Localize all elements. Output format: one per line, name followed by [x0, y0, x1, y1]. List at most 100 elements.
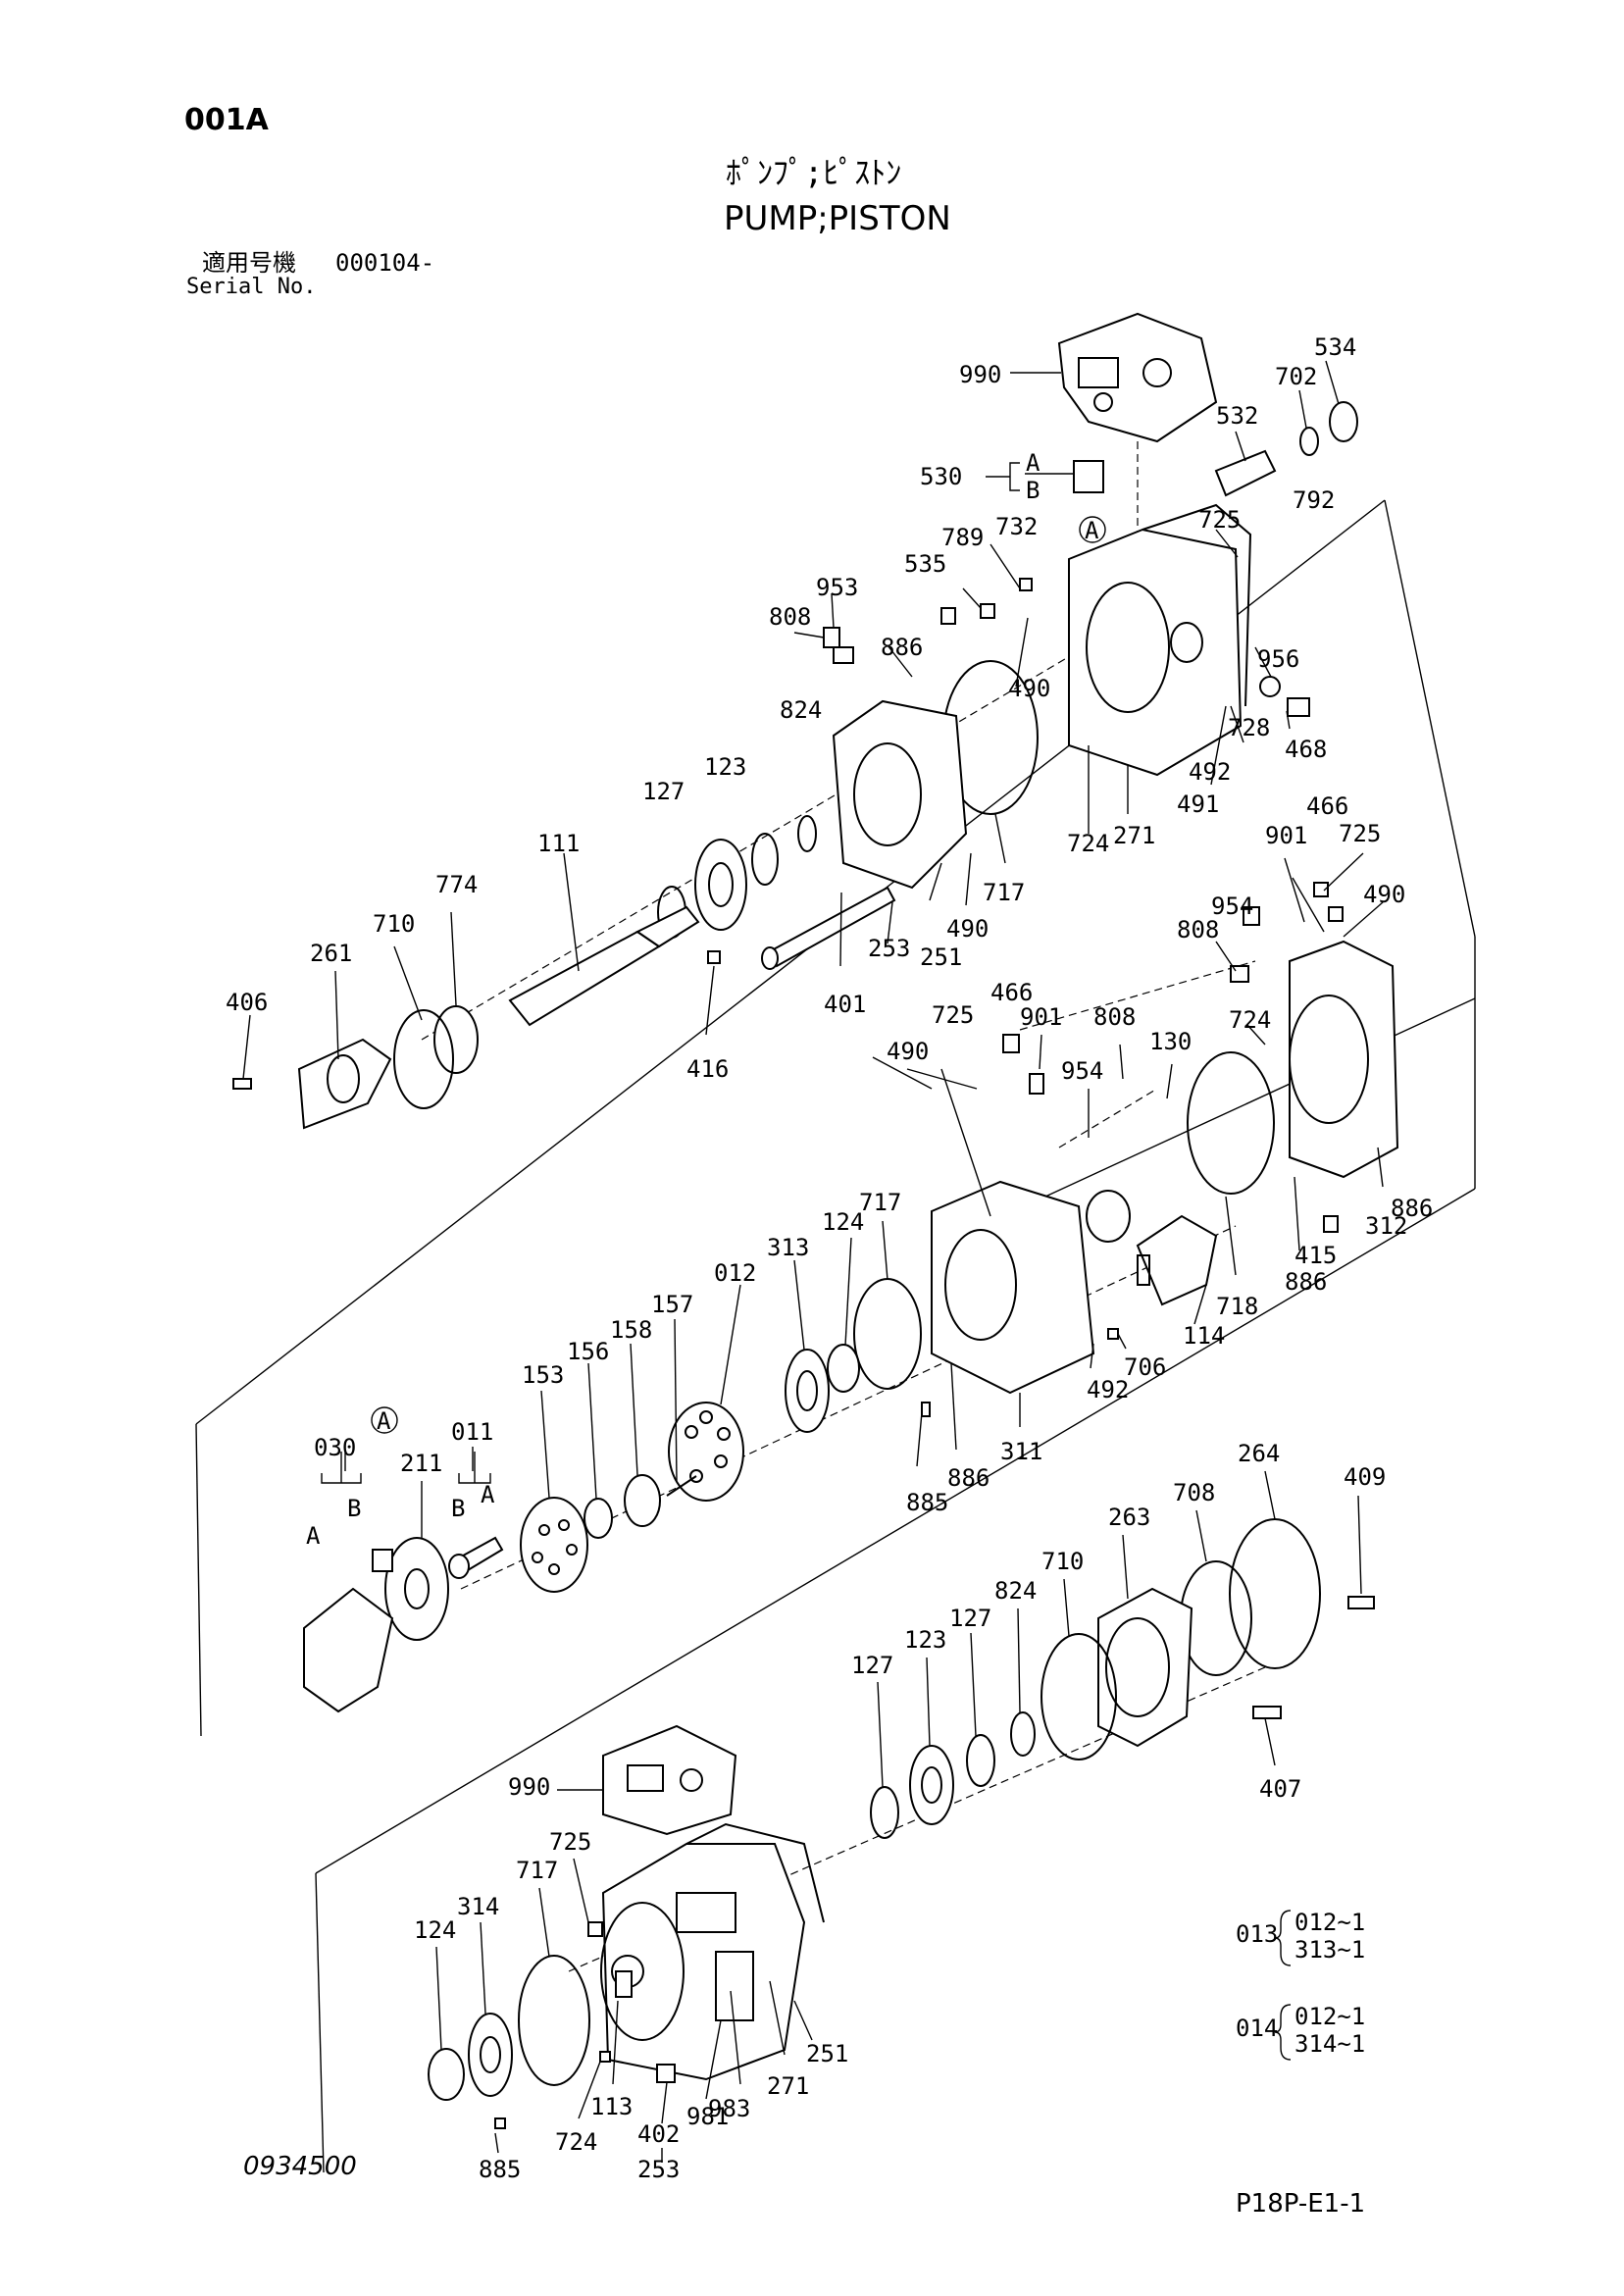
group-label-b-swash: B [347, 1495, 361, 1522]
callout-111: 111 [537, 830, 580, 857]
group-label-a-piston: A [481, 1481, 495, 1508]
callout-535: 535 [904, 550, 946, 578]
callout-271: 271 [767, 2072, 809, 2100]
callout-724: 724 [1067, 830, 1109, 857]
callout-732: 732 [995, 513, 1038, 540]
callout-251: 251 [920, 944, 962, 971]
callout-954: 954 [1061, 1057, 1103, 1085]
callout-728: 728 [1228, 714, 1270, 741]
callout-710: 710 [373, 910, 415, 938]
group-label-b-top: B [1026, 477, 1040, 504]
assembly-kits: 013 012~1 313~1 014 012~1 314~1 [1236, 1909, 1365, 2061]
callout-718: 718 [1216, 1293, 1258, 1320]
callout-725: 725 [932, 1001, 974, 1029]
callout-127: 127 [949, 1605, 991, 1632]
callout-774: 774 [435, 871, 478, 898]
callout-808: 808 [1177, 916, 1219, 944]
callout-490: 490 [1363, 881, 1405, 908]
assembly-014-code: 014 [1236, 2015, 1278, 2042]
lower-section-parts [428, 1518, 1375, 2129]
callout-886: 886 [881, 634, 923, 661]
callout-491: 491 [1177, 791, 1219, 818]
group-label-b-piston: B [451, 1495, 465, 1522]
serial-label-english: Serial No. [186, 275, 317, 299]
callout-534: 534 [1314, 333, 1356, 361]
callout-030: 030 [314, 1434, 356, 1461]
callout-808: 808 [1093, 1003, 1136, 1031]
callout-789: 789 [941, 524, 984, 551]
callout-717: 717 [516, 1857, 558, 1884]
callout-956: 956 [1257, 645, 1299, 673]
callout-251: 251 [806, 2040, 848, 2067]
callout-490: 490 [946, 915, 989, 943]
assembly-013-line2: 313~1 [1294, 1936, 1365, 1964]
callout-710: 710 [1041, 1548, 1084, 1575]
callout-466: 466 [990, 979, 1033, 1006]
callout-490: 490 [1008, 675, 1050, 702]
callout-158: 158 [610, 1316, 652, 1344]
callout-407: 407 [1259, 1775, 1301, 1803]
callout-901: 901 [1020, 1003, 1062, 1031]
callout-124: 124 [414, 1916, 456, 1944]
sheet-reference: P18P-E1-1 [1236, 2189, 1366, 2219]
callout-012: 012 [714, 1259, 756, 1287]
callout-954: 954 [1211, 893, 1253, 920]
callout-953: 953 [816, 574, 858, 601]
assembly-014-line1: 012~1 [1294, 2003, 1365, 2030]
callout-130: 130 [1149, 1028, 1192, 1055]
callout-123: 123 [704, 753, 746, 781]
callout-981: 981 [686, 2103, 729, 2130]
title-japanese: ﾎﾟﾝﾌﾟ;ﾋﾟｽﾄﾝ [726, 154, 902, 191]
callout-153: 153 [522, 1361, 564, 1389]
callout-314: 314 [457, 1893, 499, 1920]
callout-261: 261 [310, 940, 352, 967]
callout-808: 808 [769, 603, 811, 631]
callout-792: 792 [1293, 486, 1335, 514]
callout-983: 983 [708, 2095, 750, 2122]
callout-406: 406 [226, 989, 268, 1016]
callout-123: 123 [904, 1626, 946, 1654]
top-section-parts [232, 312, 1358, 1130]
assembly-013-code: 013 [1236, 1920, 1278, 1948]
callout-490: 490 [887, 1038, 929, 1065]
callout-990: 990 [508, 1773, 550, 1801]
callout-468: 468 [1285, 736, 1327, 763]
callout-113: 113 [590, 2093, 633, 2120]
callout-263: 263 [1108, 1504, 1150, 1531]
leader-lines [242, 360, 1384, 2163]
callout-409: 409 [1344, 1463, 1386, 1491]
callout-725: 725 [1339, 820, 1381, 847]
callout-724: 724 [555, 2128, 597, 2156]
callout-725: 725 [1198, 506, 1241, 534]
callout-492: 492 [1087, 1376, 1129, 1403]
callout-156: 156 [567, 1338, 609, 1365]
title-english: PUMP;PISTON [724, 199, 951, 238]
callout-127: 127 [851, 1652, 893, 1679]
callout-127: 127 [642, 778, 685, 805]
callout-990: 990 [959, 361, 1001, 388]
serial-value: 000104- [335, 249, 435, 277]
callout-466: 466 [1306, 792, 1348, 820]
callout-402: 402 [637, 2120, 680, 2148]
circle-label-a-top: A [1085, 517, 1099, 544]
callout-717: 717 [859, 1189, 901, 1216]
callout-253: 253 [868, 935, 910, 962]
callout-708: 708 [1173, 1479, 1215, 1506]
assembly-014-line2: 314~1 [1294, 2030, 1365, 2058]
serial-label-japanese: 適用号機 [202, 249, 296, 277]
callout-886: 886 [1391, 1195, 1433, 1222]
callout-824: 824 [994, 1577, 1037, 1605]
callout-416: 416 [686, 1055, 729, 1083]
page-code: 001A [184, 103, 269, 137]
callout-312: 312 [1365, 1212, 1407, 1240]
callout-886: 886 [1285, 1268, 1327, 1296]
callout-492: 492 [1189, 758, 1231, 786]
callout-886: 886 [947, 1464, 990, 1492]
callout-313: 313 [767, 1234, 809, 1261]
callout-706: 706 [1124, 1353, 1166, 1381]
callout-824: 824 [780, 696, 822, 724]
group-label-a-top: A [1026, 449, 1040, 477]
callout-885: 885 [906, 1489, 948, 1516]
callout-901: 901 [1265, 822, 1307, 849]
